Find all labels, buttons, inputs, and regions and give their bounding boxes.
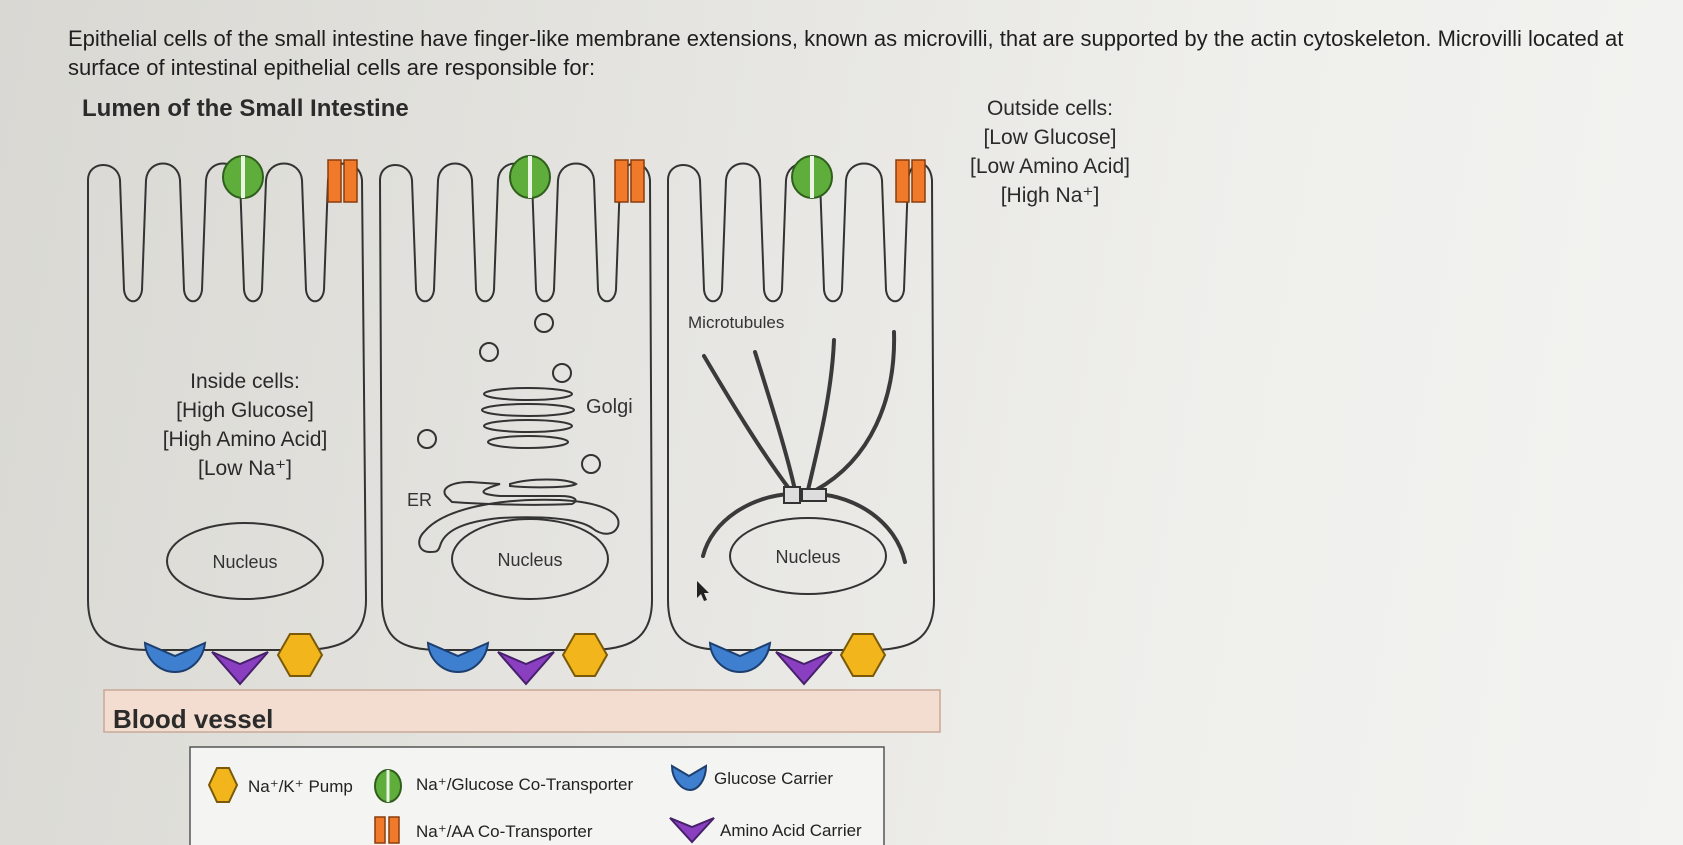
microtubules-label: Microtubules <box>688 313 784 332</box>
basolateral-transporters-cell-1 <box>143 633 324 686</box>
epithelial-cell-1 <box>87 162 368 651</box>
outside-heading: Outside cells: <box>986 97 1114 120</box>
legend-box <box>189 746 885 845</box>
lumen-title: Lumen of the Small Intestine <box>82 95 409 122</box>
nucleus-label-cell-2: Nucleus <box>497 550 562 570</box>
nucleus-cell-1 <box>166 522 324 600</box>
basolateral-transporters-cell-2 <box>426 633 609 686</box>
legend-glucose-carrier-label: Glucose Carrier <box>714 769 833 788</box>
legend-amino-acid-carrier-icon <box>669 817 715 844</box>
legend-glucose-carrier-icon <box>670 764 708 792</box>
inside-heading: Inside cells: <box>190 370 300 393</box>
question-line-2: surface of intestinal epithelial cells a… <box>68 55 596 80</box>
na-aa-cotransporter-cell-2 <box>614 159 645 203</box>
legend-na-glucose-cotransporter-icon <box>374 769 402 803</box>
blood-vessel-label: Blood vessel <box>113 704 274 734</box>
vesicles <box>417 313 601 474</box>
outside-cells-label: Outside cells: [Low Glucose] [Low Amino … <box>940 94 1160 210</box>
nucleus-label-cell-1: Nucleus <box>212 552 277 572</box>
legend-na-aa-cotransporter-icon <box>374 816 400 844</box>
centrosome <box>783 486 801 504</box>
golgi-apparatus <box>481 387 575 449</box>
basolateral-transporters-cell-3 <box>708 633 887 686</box>
inside-glucose: [High Glucose] <box>176 399 314 422</box>
legend-na-aa-cotransporter-label: Na⁺/AA Co-Transporter <box>416 822 593 841</box>
na-aa-cotransporter-cell-1 <box>327 159 358 203</box>
question-text: Epithelial cells of the small intestine … <box>68 24 1678 82</box>
legend-na-k-pump-label: Na⁺/K⁺ Pump <box>248 777 353 796</box>
na-glucose-cotransporter-cell-1 <box>222 155 264 199</box>
outside-sodium: [High Na⁺] <box>1000 184 1100 207</box>
legend-na-k-pump-icon <box>207 767 239 803</box>
epithelial-cell-2 <box>378 162 654 651</box>
nucleus-label-cell-3: Nucleus <box>775 547 840 567</box>
outside-amino-acid: [Low Amino Acid] <box>970 155 1130 178</box>
microtubules <box>701 330 907 564</box>
nucleus-cell-3 <box>729 517 887 595</box>
inside-cells-label: Inside cells: [High Glucose] [High Amino… <box>135 367 355 483</box>
legend-amino-acid-carrier-label: Amino Acid Carrier <box>720 821 862 840</box>
question-line-1: Epithelial cells of the small intestine … <box>68 26 1624 51</box>
endoplasmic-reticulum <box>418 478 620 554</box>
outside-glucose: [Low Glucose] <box>983 126 1117 149</box>
blood-vessel <box>103 689 941 733</box>
inside-sodium: [Low Na⁺] <box>198 457 292 480</box>
inside-amino-acid: [High Amino Acid] <box>162 428 328 451</box>
epithelial-cell-3 <box>667 162 936 651</box>
na-aa-cotransporter-cell-3 <box>895 159 926 203</box>
na-glucose-cotransporter-cell-3 <box>791 155 833 199</box>
mouse-cursor-icon <box>697 581 709 601</box>
er-label: ER <box>407 490 432 510</box>
nucleus-cell-2 <box>451 518 609 600</box>
legend-na-glucose-cotransporter-label: Na⁺/Glucose Co-Transporter <box>416 775 633 794</box>
golgi-label: Golgi <box>586 396 633 418</box>
centrosome-2 <box>801 488 827 502</box>
na-glucose-cotransporter-cell-2 <box>509 155 551 199</box>
